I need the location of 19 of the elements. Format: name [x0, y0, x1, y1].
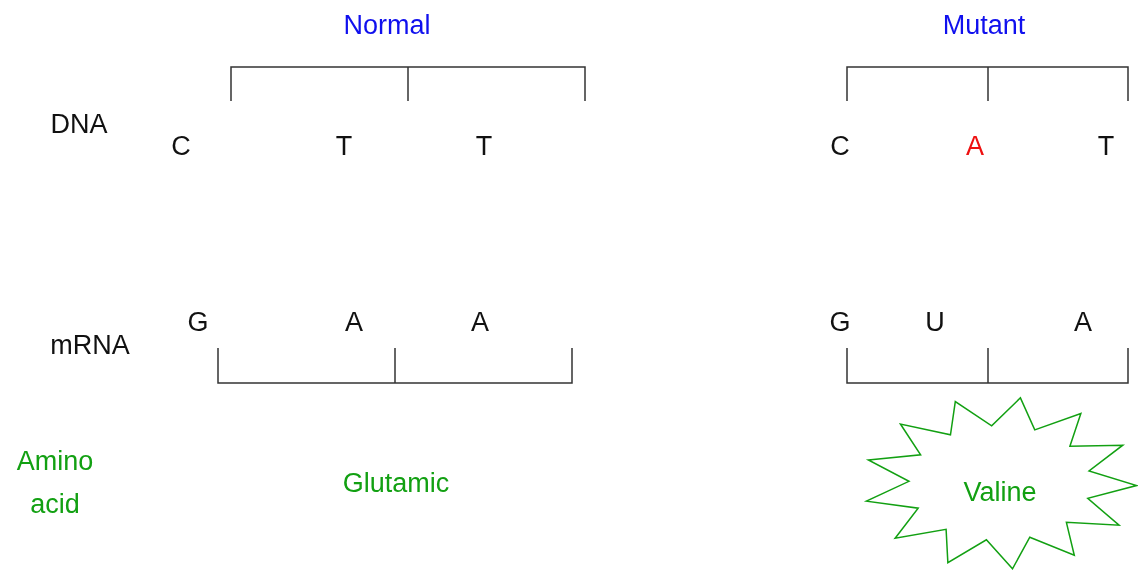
base-letter: A — [471, 305, 489, 339]
base-letter: T — [1097, 129, 1115, 163]
base-letter: A — [1074, 305, 1092, 339]
base-letter: U — [925, 305, 945, 339]
base-letter: C — [830, 129, 850, 163]
row-label: DNA — [50, 107, 108, 141]
amino-acid-name: Glutamic — [342, 466, 450, 500]
base-letter: G — [829, 305, 851, 339]
base-letter: T — [335, 129, 353, 163]
base-letter: G — [187, 305, 209, 339]
row-label: Amino acid — [15, 444, 95, 521]
amino-acid-name: Valine — [963, 476, 1037, 508]
column-heading: Mutant — [942, 8, 1026, 42]
base-letter: T — [475, 129, 493, 163]
row-label: mRNA — [50, 328, 130, 362]
base-letter: A — [966, 129, 984, 163]
base-letter: A — [345, 305, 363, 339]
base-letter: C — [171, 129, 191, 163]
column-heading: Normal — [343, 8, 431, 42]
